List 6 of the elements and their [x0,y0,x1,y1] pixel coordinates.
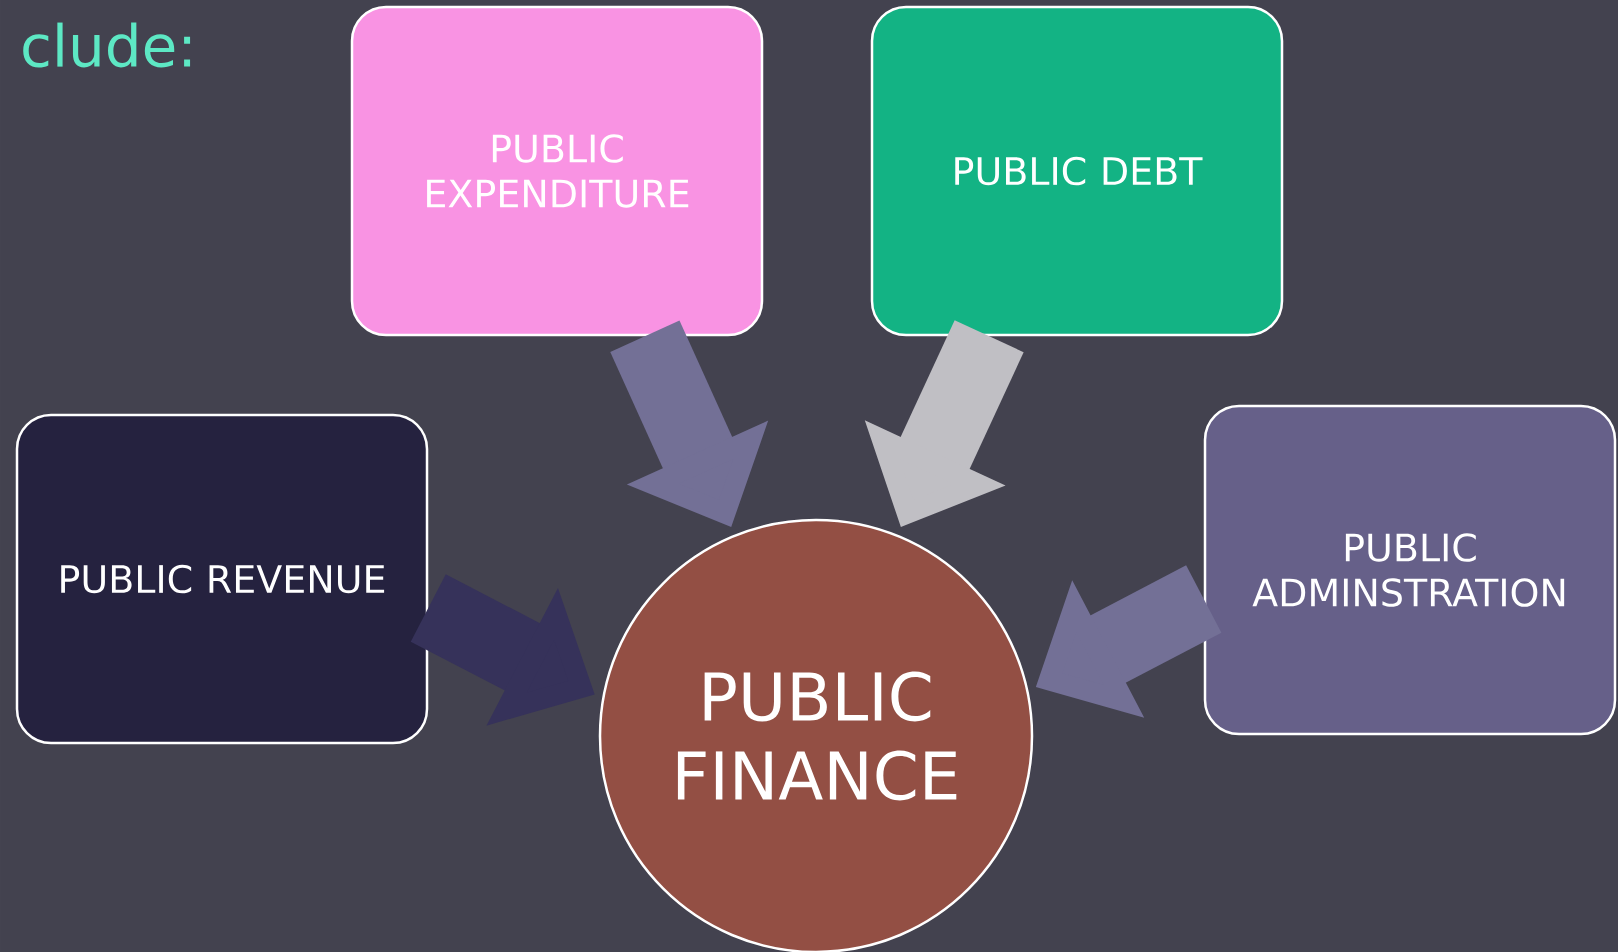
circle-node: PUBLIC FINANCE [598,518,1034,952]
rounded-box: PUBLIC DEBT [870,5,1284,337]
heading: clude: [23,22,191,68]
rounded-box: PUBLIC EXPENDITURE [350,5,764,337]
rounded-box: PUBLIC REVENUE [15,413,429,745]
rounded-box: PUBLIC ADMINSTRATION [1203,404,1617,736]
